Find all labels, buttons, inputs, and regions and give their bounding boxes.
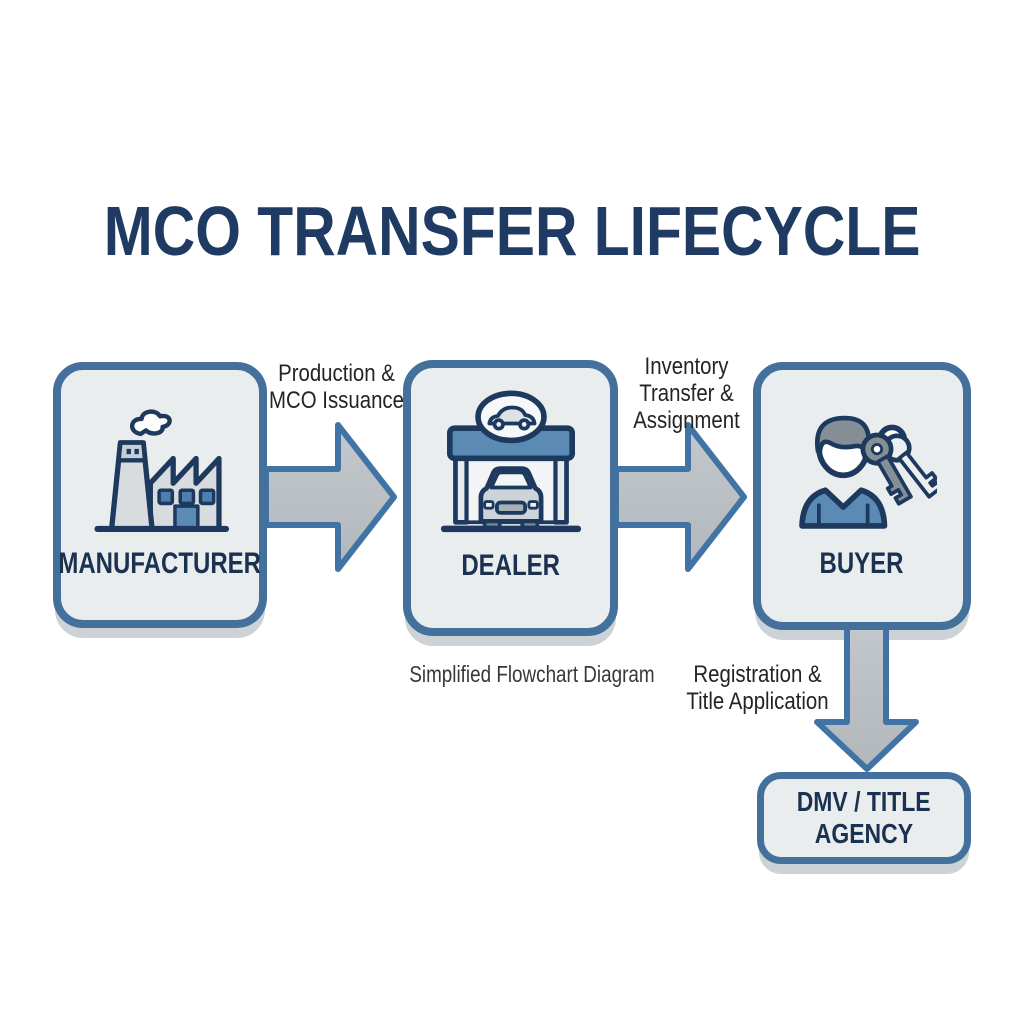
arrow-buyer-to-dmv xyxy=(814,630,919,772)
edge-label-line: Title Application xyxy=(686,688,829,715)
node-label-manufacturer: MANUFACTURER xyxy=(58,547,262,580)
node-dealer: DEALER xyxy=(403,360,618,636)
person-with-keys-icon xyxy=(799,415,937,529)
edge-label-inventory-transfer-assignment: Inventory Transfer & Assignment xyxy=(604,353,770,434)
edge-label-line: MCO Issuance xyxy=(269,387,404,414)
node-label-buyer: BUYER xyxy=(819,547,904,580)
node-label-dealer: DEALER xyxy=(461,549,560,582)
node-buyer: BUYER xyxy=(753,362,971,630)
node-label-dmv-line-2: AGENCY xyxy=(814,818,914,849)
diagram-caption: Simplified Flowchart Diagram xyxy=(409,661,655,687)
arrow-manufacturer-to-dealer xyxy=(263,422,397,572)
arrow-dealer-to-buyer xyxy=(613,422,747,572)
node-dmv-title-agency: DMV / TITLE AGENCY xyxy=(757,772,971,864)
edge-label-line: Transfer & xyxy=(639,380,734,407)
edge-label-line: Registration & xyxy=(693,661,822,688)
node-label-dmv-line-1: DMV / TITLE xyxy=(797,786,931,817)
edge-label-line: Production & xyxy=(278,360,395,387)
edge-label-line: Assignment xyxy=(633,407,740,434)
factory-icon xyxy=(94,409,230,533)
car-dealership-icon xyxy=(440,390,581,533)
edge-label-line: Inventory xyxy=(644,353,729,380)
edge-label-registration-title-application: Registration & Title Application xyxy=(675,661,841,715)
page-title: MCO TRANSFER LIFECYCLE xyxy=(0,196,1024,266)
page-title-text: MCO TRANSFER LIFECYCLE xyxy=(103,192,921,270)
node-manufacturer: MANUFACTURER xyxy=(53,362,267,628)
edge-label-production-mco-issuance: Production & MCO Issuance xyxy=(254,360,420,414)
